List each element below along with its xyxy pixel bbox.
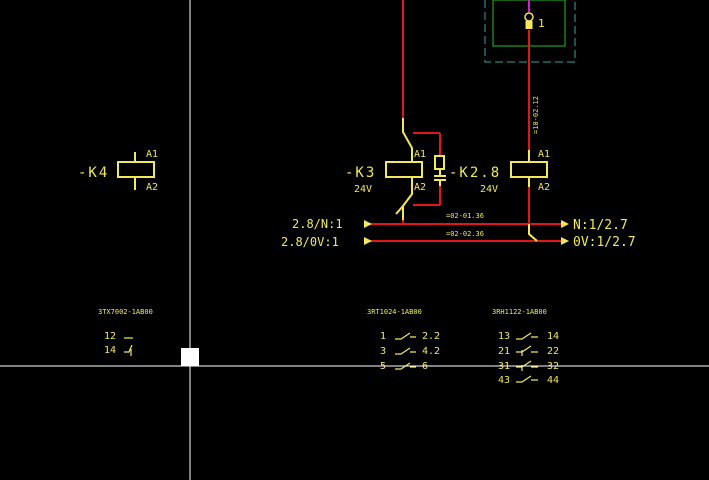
contact-block-3-row-1-a: 13: [498, 331, 510, 342]
rail-0v-ref: =02-02.36: [446, 230, 484, 238]
coil-k4-a1: A1: [146, 149, 158, 160]
contact-block-3-row-4-symbol: [516, 375, 538, 383]
contact-block-3-row-1-symbol: [516, 332, 538, 340]
contact-block-1[interactable]: 3TX7002-1AB00 12 14: [98, 308, 153, 356]
contact-block-2-row-2-symbol: [395, 347, 416, 355]
coil-right[interactable]: A1 A2: [510, 149, 550, 242]
coil-k3-a1: A1: [414, 149, 426, 160]
rail-n-left-label: 2.8/N:1: [292, 217, 343, 231]
contact-block-3[interactable]: 3RH1122-1AB00 13 14 21 22 31 32 43 44: [492, 308, 559, 386]
terminal-number: 1: [538, 17, 545, 30]
coil-k3-tag: -K3: [345, 165, 376, 181]
contact-block-2-row-2-a: 3: [380, 346, 386, 357]
contact-block-3-row-2-a: 21: [498, 346, 510, 357]
contact-block-1-row-2-symbol: [124, 344, 133, 356]
contact-block-2[interactable]: 3RT1024-1AB00 1 2.2 3 4.2 5 6: [367, 308, 440, 372]
contact-block-2-row-2-b: 4.2: [422, 346, 440, 357]
coil-right-a2: A2: [538, 182, 550, 193]
terminal-icon[interactable]: [524, 12, 534, 22]
cross-ref-vertical: =10-02.12: [532, 96, 540, 134]
contact-block-3-part: 3RH1122-1AB00: [492, 308, 547, 316]
suppressor-tag: -K2.8: [449, 165, 501, 181]
contact-block-3-row-4-a: 43: [498, 375, 510, 386]
coil-k3-contact-top: [402, 118, 413, 162]
coil-right-a1: A1: [538, 149, 550, 160]
contact-block-1-row-2-a: 14: [104, 345, 116, 356]
device-frame-dashed: [484, 0, 576, 63]
coil-k3-contact-bottom: [395, 177, 413, 220]
contact-block-1-row-1-a: 12: [104, 331, 116, 342]
coil-k3-voltage: 24V: [354, 184, 372, 195]
coil-right-contact: [528, 224, 538, 242]
coil-k4[interactable]: -K4 A1 A2: [78, 149, 158, 193]
rail-n-ref: =02-01.36: [446, 212, 484, 220]
rail-0v-left-arrow-icon: [364, 237, 372, 245]
rail-0v-right-arrow-icon: [561, 237, 569, 245]
contact-block-3-row-4-b: 44: [547, 375, 559, 386]
rail-n-right-arrow-icon: [561, 220, 569, 228]
coil-k3[interactable]: -K3 24V A1 A2: [345, 118, 426, 220]
cursor-pickbox-icon: [181, 348, 199, 366]
coil-right-symbol: [510, 161, 548, 178]
suppressor-k2-8[interactable]: -K2.8 24V: [434, 155, 501, 195]
coil-k3-a2: A2: [414, 182, 426, 193]
coil-k4-a2: A2: [146, 182, 158, 193]
rail-n-right-label: N:1/2.7: [573, 218, 628, 233]
contact-block-2-row-1-a: 1: [380, 331, 386, 342]
contact-block-2-row-1-b: 2.2: [422, 331, 440, 342]
contact-block-1-part: 3TX7002-1AB00: [98, 308, 153, 316]
wiring: [370, 0, 565, 242]
suppressor-symbol: [434, 155, 445, 170]
coil-k3-symbol: [385, 161, 423, 178]
contact-block-2-row-1-symbol: [395, 332, 416, 340]
contact-block-2-row-3-symbol: [395, 362, 416, 370]
rail-n-left-arrow-icon: [364, 220, 372, 228]
suppressor-voltage: 24V: [480, 184, 498, 195]
coil-k4-tag: -K4: [78, 165, 109, 181]
contact-block-3-row-2-b: 22: [547, 346, 559, 357]
contact-block-2-part: 3RT1024-1AB00: [367, 308, 422, 316]
coil-k4-symbol: [117, 161, 155, 178]
contact-block-3-row-2-symbol: [516, 345, 538, 356]
rail-0v-left-label: 2.8/0V:1: [281, 235, 339, 249]
rail-labels: 2.8/N:1 2.8/0V:1 =02-01.36 =02-02.36 N:1…: [281, 212, 636, 250]
rail-0v-right-label: 0V:1/2.7: [573, 235, 636, 250]
terminal-block-icon: [525, 21, 533, 29]
contact-block-3-row-1-b: 14: [547, 331, 559, 342]
